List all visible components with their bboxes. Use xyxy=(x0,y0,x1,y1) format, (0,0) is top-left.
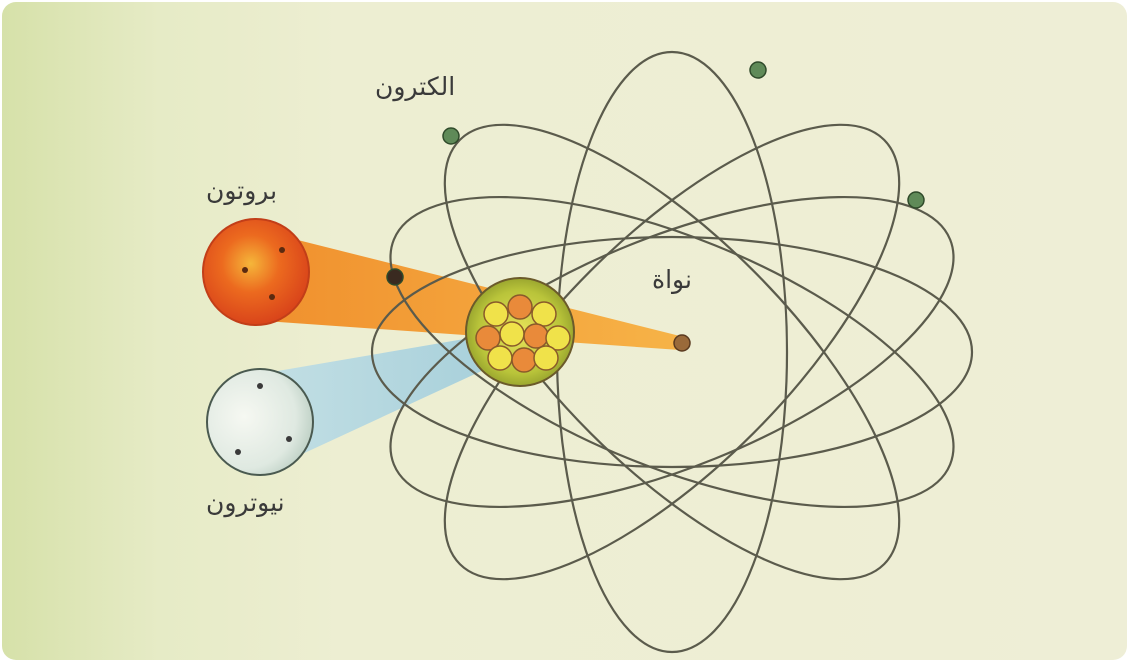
proton-label: بروتون xyxy=(206,176,278,205)
electron-orbits xyxy=(370,50,974,654)
orbit-5 xyxy=(389,195,955,509)
orbit-3 xyxy=(555,50,789,654)
orbit-6 xyxy=(389,195,955,509)
proton xyxy=(202,218,310,326)
nucleus-center-dot xyxy=(673,334,691,352)
neutron xyxy=(206,368,314,476)
nucleus-label: نواة xyxy=(652,265,692,294)
electron-4 xyxy=(386,268,404,286)
orbit-1 xyxy=(370,235,974,469)
orbit-2 xyxy=(443,123,901,581)
electron-label: الكترون xyxy=(375,72,456,101)
neutron-label: نيوترون xyxy=(206,488,285,517)
nucleus xyxy=(465,277,575,387)
electron-2 xyxy=(749,61,767,79)
electron-1 xyxy=(442,127,460,145)
electrons xyxy=(386,61,925,286)
electron-3 xyxy=(907,191,925,209)
orbit-4 xyxy=(443,123,901,581)
